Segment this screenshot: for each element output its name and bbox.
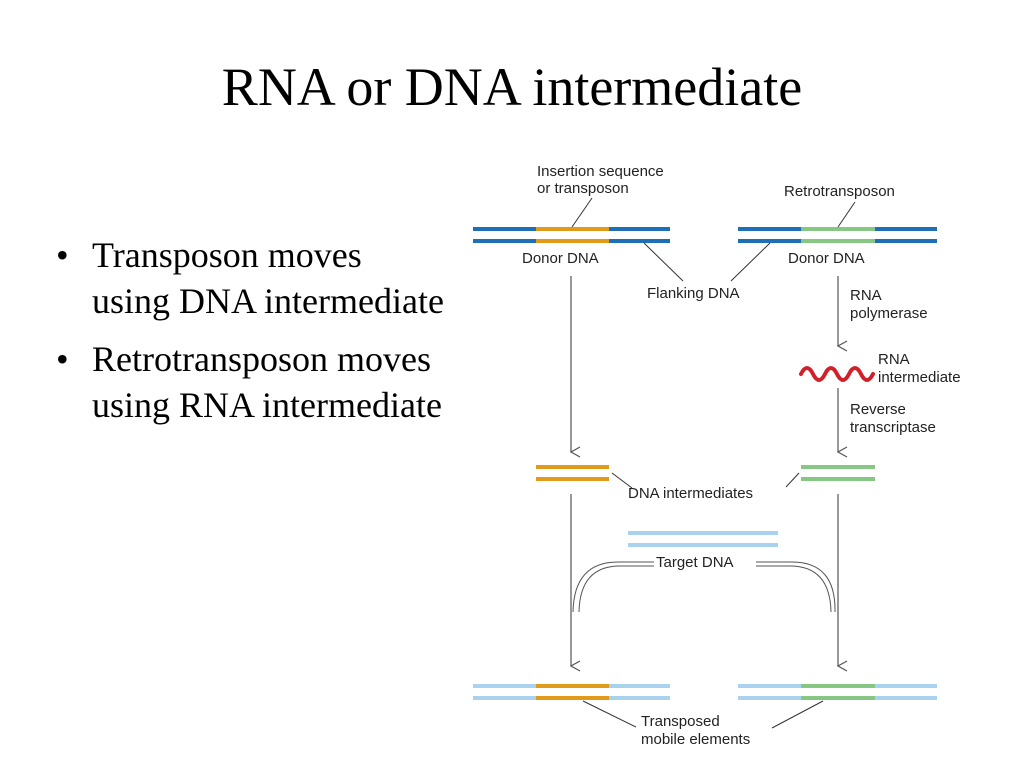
donor-dna-label: Donor DNA [788, 250, 865, 267]
target-dna-label: Target DNA [656, 554, 734, 571]
bullet-item: • Transposon moves using DNA intermediat… [48, 232, 448, 324]
target-dna [628, 531, 778, 547]
bullet-icon: • [56, 339, 69, 379]
right-dna-intermediate [801, 465, 875, 481]
rna-polymerase-label: RNA [850, 287, 882, 304]
right-transposed-element [738, 684, 937, 700]
left-transposed-element [473, 684, 670, 700]
rna-wave-icon [799, 366, 875, 382]
insertion-sequence-label: Insertion sequence [537, 163, 664, 180]
target-curve [756, 565, 832, 613]
leader-line [771, 700, 824, 729]
target-curve [578, 565, 654, 613]
left-donor-dna [473, 227, 670, 243]
leader-line [571, 197, 593, 228]
transposed-label: Transposed [641, 713, 720, 730]
bullet-text: Transposon moves using DNA intermediate [92, 235, 444, 321]
retrotransposon-label: Retrotransposon [784, 183, 895, 200]
target-curve [572, 561, 654, 613]
bullet-text: Retrotransposon moves using RNA intermed… [92, 339, 442, 425]
rna-intermediate-label: intermediate [878, 369, 961, 386]
bullet-item: • Retrotransposon moves using RNA interm… [48, 336, 448, 428]
leader-line [643, 242, 684, 282]
leader-line [582, 700, 637, 728]
bullet-list: • Transposon moves using DNA intermediat… [48, 232, 448, 440]
left-dna-intermediate [536, 465, 609, 481]
dna-intermediates-label: DNA intermediates [628, 485, 753, 502]
reverse-transcriptase-label: Reverse [850, 401, 906, 418]
rna-intermediate-label: RNA [878, 351, 910, 368]
leader-line [730, 242, 771, 282]
rna-polymerase-label: polymerase [850, 305, 928, 322]
bullet-icon: • [56, 235, 69, 275]
slide-title: RNA or DNA intermediate [221, 57, 803, 117]
donor-dna-label: Donor DNA [522, 250, 599, 267]
leader-line [785, 472, 800, 488]
leader-line [611, 472, 633, 489]
right-donor-dna [738, 227, 937, 243]
flanking-dna-label: Flanking DNA [647, 285, 740, 302]
leader-line [837, 201, 856, 228]
insertion-sequence-label: or transposon [537, 180, 629, 197]
transposed-label: mobile elements [641, 731, 750, 748]
target-curve [756, 561, 836, 613]
reverse-transcriptase-label: transcriptase [850, 419, 936, 436]
